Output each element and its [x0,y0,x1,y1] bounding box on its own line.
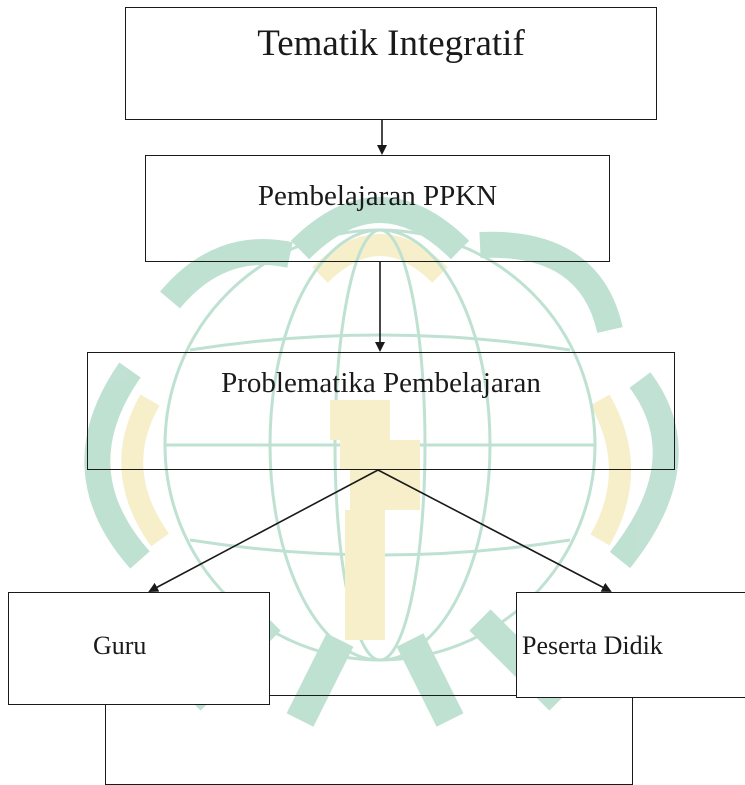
node-label: Problematika Pembelajaran [221,367,541,399]
node-label: Pembelajaran PPKN [257,180,498,212]
node-label: Tematik Integratif [257,23,525,64]
watermark-star-icon [84,197,679,569]
node-peserta-didik: Peserta Didik [516,592,745,698]
watermark-tower-icon [330,400,420,640]
node-pembelajaran-ppkn: Pembelajaran PPKN [145,155,610,262]
node-label: Guru [93,631,147,660]
node-label: Peserta Didik [522,631,663,660]
arrow-problem-to-guru [148,469,379,592]
node-guru: Guru [8,592,270,705]
arrow-problem-to-peserta [377,469,612,592]
node-problematika-pembelajaran: Problematika Pembelajaran [87,352,675,470]
node-tematik-integratif: Tematik Integratif [125,7,657,120]
node-empty-bottom [105,695,633,785]
